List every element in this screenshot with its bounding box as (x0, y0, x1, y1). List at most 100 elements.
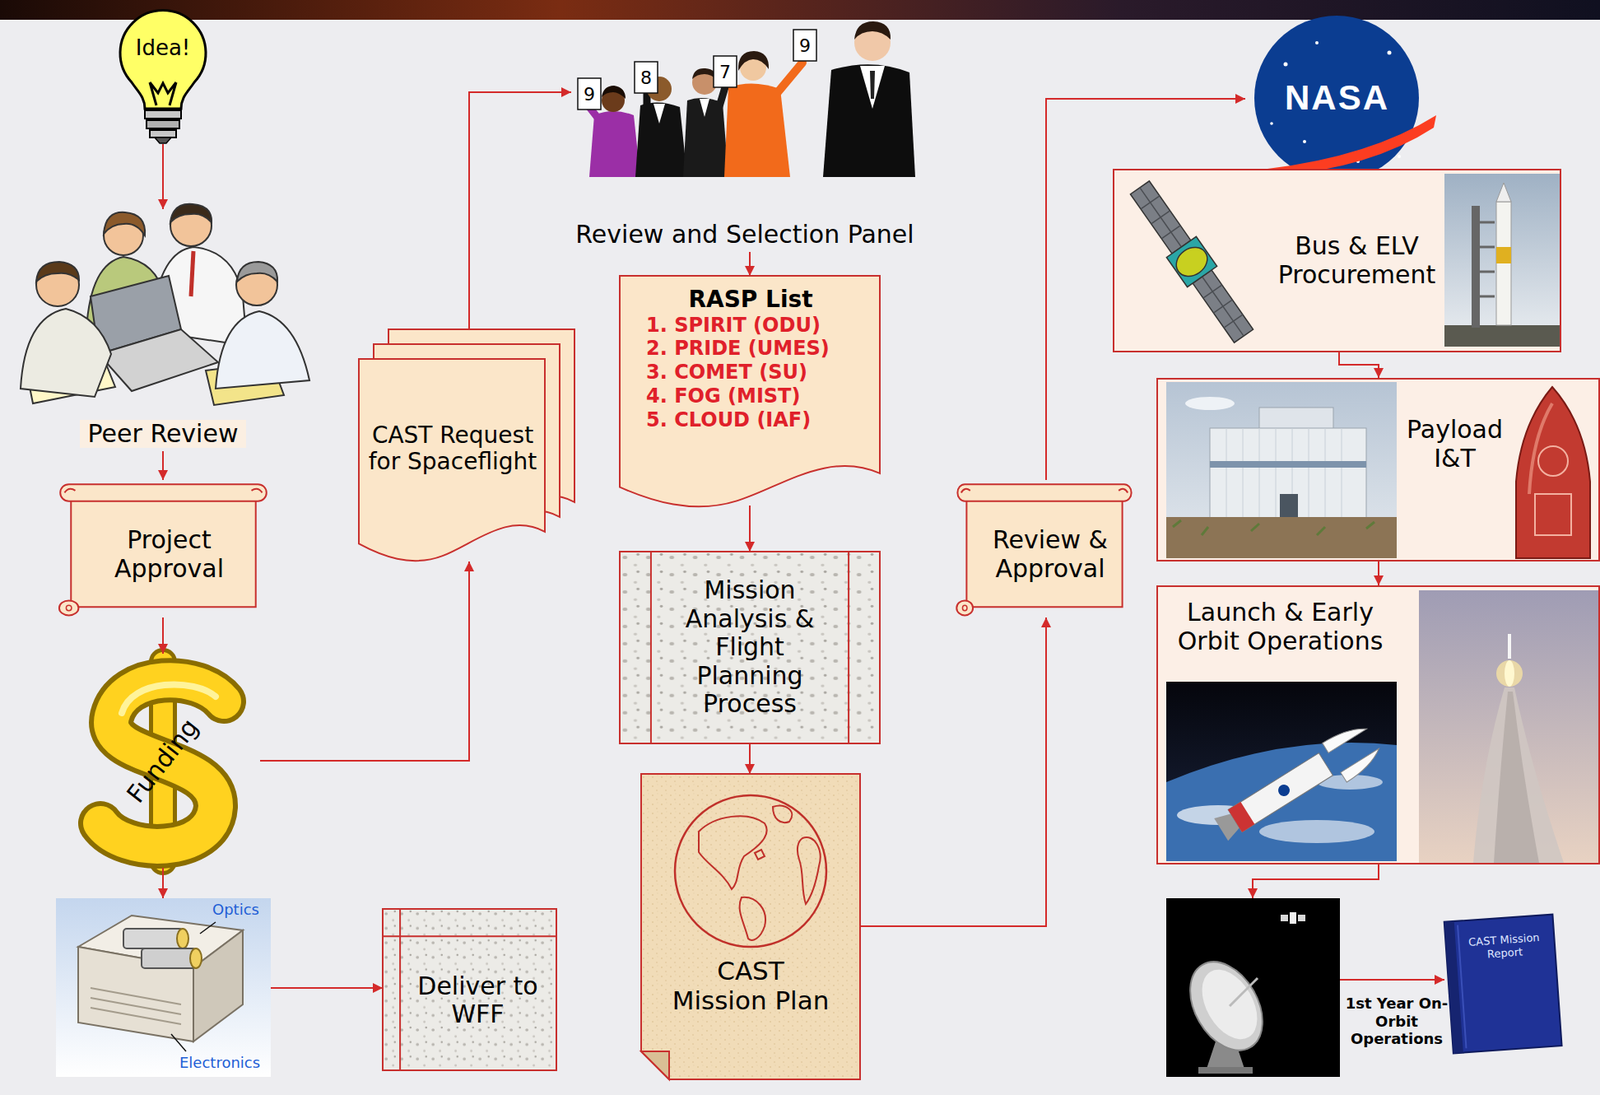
instrument-illustration (171, 1033, 187, 1052)
payload-illustration (1279, 493, 1298, 521)
list-item: 2. PRIDE (UMES) (632, 336, 869, 361)
launch-illustration (1166, 742, 1397, 861)
scroll-outline (956, 600, 973, 615)
launch-illustration (1493, 691, 1540, 863)
part-label: Electronics (179, 1054, 261, 1072)
panel-illustration (577, 78, 601, 110)
ground-station-illustration (1198, 1066, 1253, 1074)
bulb-illustration (120, 10, 206, 144)
panel-illustration (634, 61, 658, 94)
panel-illustration (577, 21, 916, 177)
flow-arrow (1339, 352, 1379, 378)
peer-review-illustration (98, 329, 219, 391)
peer-review-illustration (237, 261, 278, 282)
nasa-emblem (1269, 121, 1274, 126)
launch-illustration (1322, 718, 1368, 753)
procurement-illustration (1444, 325, 1562, 347)
bulb-illustration (120, 10, 206, 109)
flow-arrow (260, 561, 470, 761)
plan-outline (698, 805, 821, 940)
procurement-illustration (1112, 168, 1562, 353)
instrument-illustration (193, 930, 243, 1042)
launch-illustration (1275, 781, 1292, 798)
procurement-illustration (1471, 222, 1495, 297)
panel-illustration (653, 103, 666, 124)
procurement-illustration (1496, 201, 1512, 326)
ground-station-illustration (1166, 897, 1340, 1077)
flow-arrow (162, 144, 164, 210)
node-text: Bus & ELV Procurement (1274, 232, 1440, 289)
scroll-outline (59, 600, 79, 615)
proc-outline (651, 551, 849, 744)
flow-arrow (1252, 864, 1379, 898)
report-book (1444, 914, 1563, 1054)
score-number: 9 (583, 83, 596, 105)
payload-box: Payload I&T (1156, 377, 1600, 562)
node-text: Peer Review (79, 419, 247, 449)
proc-outline (619, 551, 880, 744)
payload-illustration (1209, 460, 1367, 468)
node-text: Idea! (120, 36, 205, 61)
peer-review-illustration (170, 204, 212, 223)
instrument-picture: OpticsElectronics (55, 897, 271, 1077)
report-book (1444, 914, 1563, 1054)
panel-illustration (724, 83, 791, 177)
procurement-illustration (1496, 246, 1512, 264)
peer-review-illustration (20, 308, 112, 397)
launch-illustration (1259, 819, 1375, 843)
flow-arrow (748, 251, 751, 276)
node-text: CAST Mission Plan (670, 956, 831, 1015)
scroll-outline (70, 494, 256, 607)
instrument-illustration (55, 897, 271, 1077)
launch-illustration (1156, 585, 1600, 865)
delivery-box: Deliver to WFF (382, 908, 557, 1070)
payload-illustration (1156, 377, 1600, 562)
node-text: Mission Analysis & Flight Planning Proce… (660, 576, 839, 719)
panel-illustration (713, 55, 737, 88)
analysis-process: Mission Analysis & Flight Planning Proce… (619, 551, 880, 744)
ground-station-illustration (1280, 914, 1289, 921)
node-text: CAST Mission Report (1458, 930, 1551, 963)
flow-arrow (162, 451, 164, 480)
instrument-illustration (90, 987, 182, 1024)
ground-station-illustration (1289, 911, 1297, 924)
node-text: Deliver to WFF (407, 972, 549, 1029)
panel-illustration (869, 70, 875, 99)
bulb-illustration (146, 120, 180, 129)
instrument-illustration (190, 948, 202, 968)
idea-bulb: Idea! (117, 8, 209, 145)
scroll-outline (961, 488, 1128, 494)
flow-arrow (1377, 561, 1380, 586)
peer-review-illustration (36, 261, 80, 282)
payload-illustration (1516, 386, 1591, 559)
request-documents: CAST Request for Spaceflight (358, 329, 575, 562)
launch-illustration (1166, 681, 1397, 861)
rasp-list: RASP List1. SPIRIT (ODU)2. PRIDE (UMES)3… (619, 275, 880, 506)
launch-illustration (1210, 718, 1386, 852)
plan-outline (641, 773, 861, 1080)
ground-station-illustration (1175, 948, 1278, 1063)
payload-illustration (1534, 493, 1572, 535)
peer-review-illustration (103, 212, 145, 236)
payload-illustration (1166, 381, 1397, 559)
ground-station (1166, 897, 1340, 1077)
procurement-illustration (1496, 182, 1512, 202)
payload-illustration (1209, 427, 1367, 521)
instrument-illustration (123, 928, 183, 949)
payload-illustration (1185, 396, 1235, 410)
procurement-illustration (1170, 241, 1213, 282)
procurement-box: Bus & ELV Procurement (1112, 168, 1562, 353)
launch-box: Launch & Early Orbit Operations (1156, 585, 1600, 865)
mission-report: CAST Mission Report (1444, 913, 1562, 1052)
procurement-illustration (1471, 205, 1480, 328)
launch-illustration (1496, 660, 1523, 687)
bulb-illustration (154, 137, 172, 144)
flow-arrow (860, 617, 1047, 926)
launch-illustration (1507, 633, 1512, 659)
edge-label: 1st Year On-Orbit Operations (1344, 994, 1449, 1048)
peer-review-illustration (215, 311, 310, 389)
list-item: 1. SPIRIT (ODU) (632, 313, 869, 338)
list-item: 5. CLOUD (IAF) (632, 408, 869, 433)
